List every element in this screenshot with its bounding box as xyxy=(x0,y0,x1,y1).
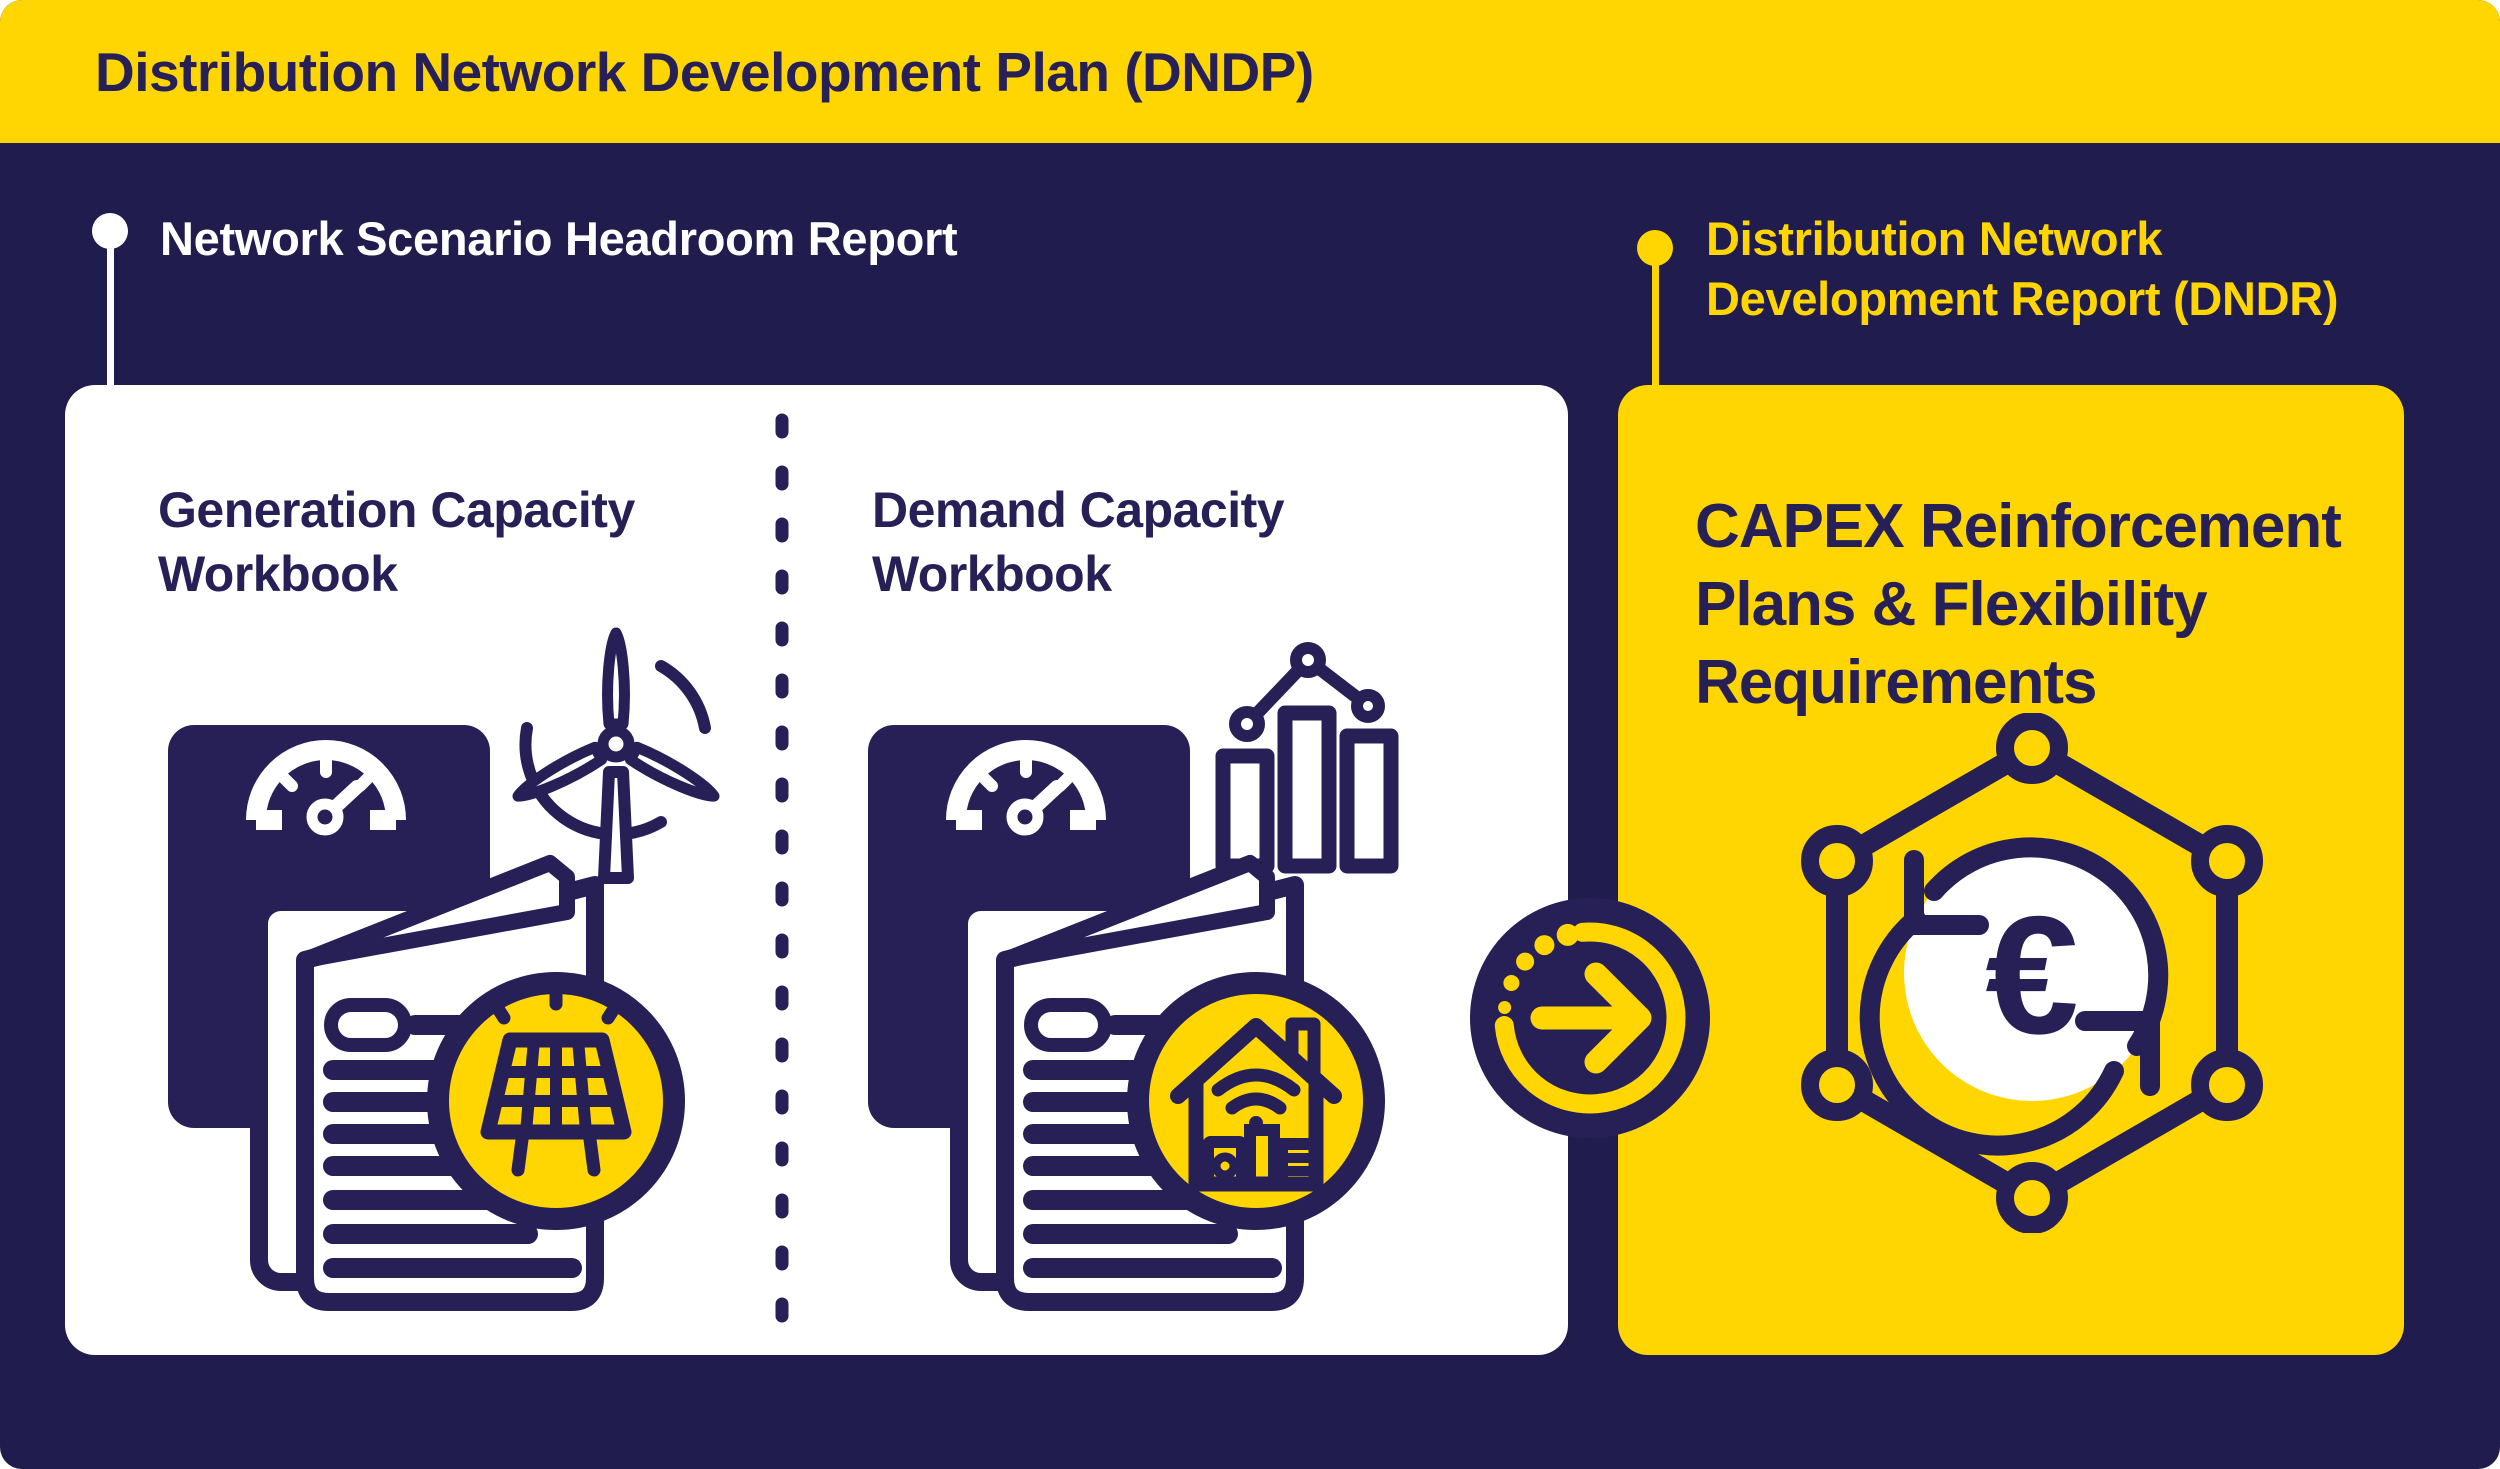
solar-panel-icon xyxy=(480,977,632,1177)
right-section-label: Distribution Network Development Report … xyxy=(1706,212,2339,325)
network-nodes xyxy=(1801,713,2263,1233)
left-connector-line xyxy=(107,238,114,388)
wind-turbine-icon xyxy=(512,627,720,884)
dashed-divider xyxy=(775,413,789,1343)
smart-home-icon xyxy=(1170,1017,1342,1192)
right-connector-line xyxy=(1652,255,1659,388)
euro-cycle-icon: € xyxy=(1859,837,2169,1156)
demand-workbook-icon xyxy=(868,642,1399,1311)
arrow-right-circle-icon xyxy=(1470,898,1710,1138)
generation-workbook-icon xyxy=(168,627,720,1311)
header-band: Distribution Network Development Plan (D… xyxy=(0,0,2500,143)
home-appliances-icon xyxy=(1202,1124,1322,1190)
generation-card-title: Generation Capacity Workbook xyxy=(158,482,635,602)
trend-bar-chart-icon xyxy=(1215,642,1399,874)
network-hexagon-icon: € xyxy=(1801,713,2263,1233)
gauge-icon xyxy=(946,740,1106,836)
page-title: Distribution Network Development Plan (D… xyxy=(95,40,1314,103)
solar-panel-badge xyxy=(427,972,685,1230)
smart-home-badge xyxy=(1127,972,1385,1230)
euro-symbol: € xyxy=(1985,881,2078,1069)
left-section-label: Network Scenario Headroom Report xyxy=(160,212,958,265)
gauge-icon xyxy=(246,740,406,836)
wifi-icon xyxy=(1211,1068,1301,1130)
capex-card-title: CAPEX Reinforcement Plans & Flexibility … xyxy=(1695,492,2342,717)
demand-card-title: Demand Capacity Workbook xyxy=(872,482,1285,602)
dotted-arc xyxy=(1498,923,1579,1014)
